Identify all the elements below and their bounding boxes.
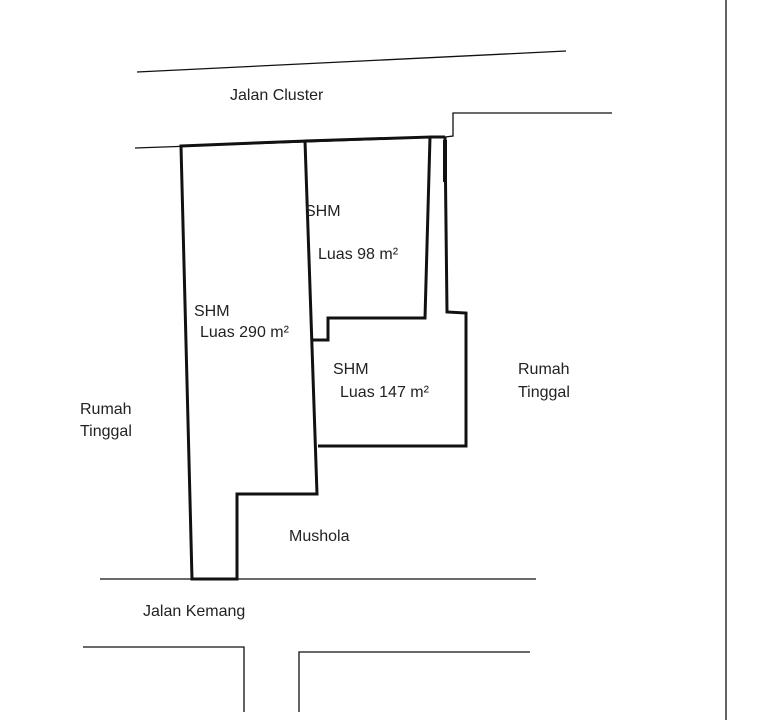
lot-98: [304, 135, 432, 342]
lot-147: [318, 136, 468, 448]
road-edge-kemang-south-right: [298, 651, 530, 712]
neighbor-right-line1: Rumah: [518, 361, 570, 378]
neighbor-mushola: Mushola: [289, 528, 350, 545]
road-label-jalan-kemang: Jalan Kemang: [143, 603, 246, 620]
lot-290: [179, 139, 319, 581]
lot-147-area: Luas 147 m²: [340, 384, 429, 401]
lot-290-area: Luas 290 m²: [200, 324, 289, 341]
lot-147-type: SHM: [333, 361, 369, 378]
lot-98-type: SHM: [305, 203, 341, 220]
road-label-jalan-cluster: Jalan Cluster: [230, 87, 324, 104]
neighbor-left-line1: Rumah: [80, 401, 132, 418]
neighbor-boundary: [444, 112, 612, 138]
lot-98-area: Luas 98 m²: [318, 246, 399, 263]
lot-290-type: SHM: [194, 303, 230, 320]
road-edge-kemang-south-left: [83, 646, 245, 712]
neighbor-left-line2: Tinggal: [80, 423, 132, 440]
road-edge-top: [136, 50, 567, 73]
neighbor-right-line2: Tinggal: [518, 384, 570, 401]
lot-boundaries: [179, 135, 468, 581]
